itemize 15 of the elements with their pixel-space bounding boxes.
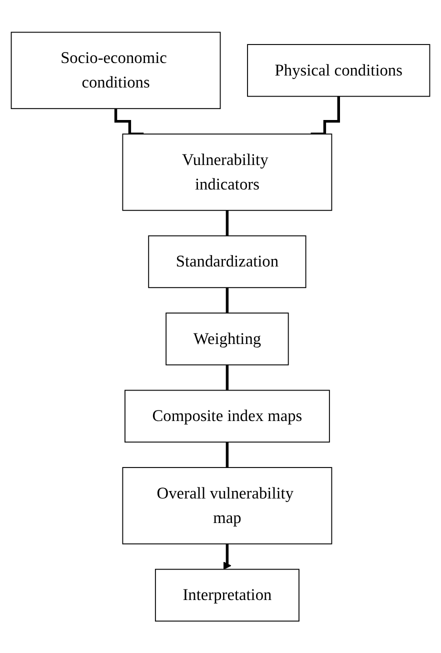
node-box: Vulnerability indicators [122,133,332,211]
connector [310,94,340,136]
node-box: Composite index maps [124,390,330,442]
node-box: Weighting [166,312,289,366]
connector [114,107,144,136]
node-box: Overall vulnerability map [122,466,332,544]
connector [226,286,229,314]
node-box: Standardization [148,235,306,288]
node-box: Interpretation [154,568,300,622]
arrow [223,542,232,570]
connector [226,208,229,237]
node-box: Socio-economic conditions [10,32,221,109]
node-box: Physical conditions [247,44,430,97]
connector [226,363,229,392]
connector [226,440,229,469]
